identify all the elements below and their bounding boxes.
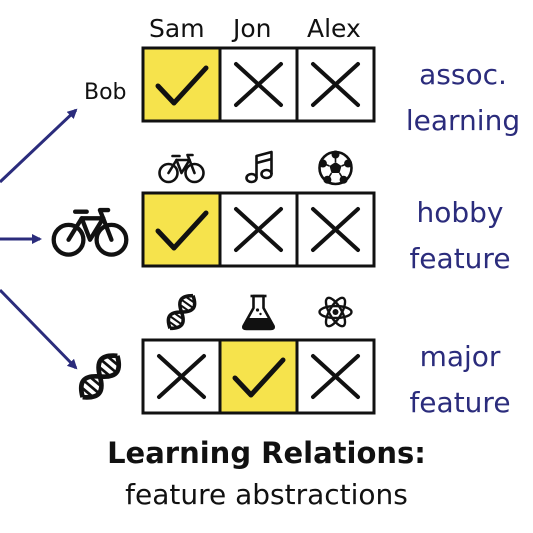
cell-box	[295, 191, 376, 268]
cross-icon	[234, 62, 283, 107]
side-label-line: major	[419, 340, 501, 373]
side-label-hobby-feature: hobby feature	[390, 190, 530, 282]
soccer-ball-icon	[318, 150, 353, 186]
side-label-line: feature	[409, 242, 511, 275]
side-label-line: learning	[405, 104, 521, 137]
bicycle-icon	[158, 153, 205, 184]
row-icons	[51, 207, 129, 400]
arrow-to-assoc	[0, 108, 78, 184]
check-cell	[141, 46, 222, 123]
side-label-line: feature	[409, 386, 511, 419]
cross-cell	[141, 338, 222, 415]
check-icon	[155, 65, 209, 106]
caption-subtitle: feature abstractions	[125, 478, 408, 511]
column-icons	[158, 150, 353, 331]
grid-row-hobby-feature	[141, 191, 376, 268]
grid-row-assoc-learning	[141, 46, 376, 123]
cross-icon	[311, 207, 360, 252]
arrows	[0, 108, 78, 370]
bicycle-icon	[51, 207, 129, 257]
cross-cell	[295, 338, 376, 415]
check-cell	[141, 191, 222, 268]
grid-row-major-feature	[141, 338, 376, 415]
column-header-jon: Jon	[233, 14, 272, 43]
side-label-assoc-learning: assoc. learning	[398, 52, 528, 144]
column-header-sam: Sam	[149, 14, 205, 43]
cell-box	[218, 338, 299, 415]
cross-cell	[295, 46, 376, 123]
check-icon	[232, 357, 286, 398]
grids	[141, 46, 376, 415]
cross-icon	[311, 354, 360, 399]
cross-cell	[218, 46, 299, 123]
side-label-major-feature: major feature	[390, 334, 530, 426]
caption-title: Learning Relations:	[107, 436, 426, 470]
atom-icon	[318, 296, 353, 328]
flask-icon	[242, 294, 275, 331]
cross-icon	[311, 62, 360, 107]
dna-icon	[78, 353, 122, 400]
cross-icon	[234, 207, 283, 252]
check-icon	[155, 210, 209, 251]
cross-cell	[295, 191, 376, 268]
arrow-to-major	[0, 288, 78, 370]
side-label-line: assoc.	[419, 58, 507, 91]
cross-icon	[157, 354, 206, 399]
cell-box	[141, 191, 222, 268]
dna-icon	[166, 293, 197, 331]
row-label-bob: Bob	[84, 80, 127, 105]
cell-box	[141, 46, 222, 123]
check-cell	[218, 338, 299, 415]
cross-cell	[218, 191, 299, 268]
column-header-alex: Alex	[307, 14, 361, 43]
music-note-icon	[245, 150, 273, 184]
cell-box	[218, 191, 299, 268]
side-label-line: hobby	[416, 196, 504, 229]
